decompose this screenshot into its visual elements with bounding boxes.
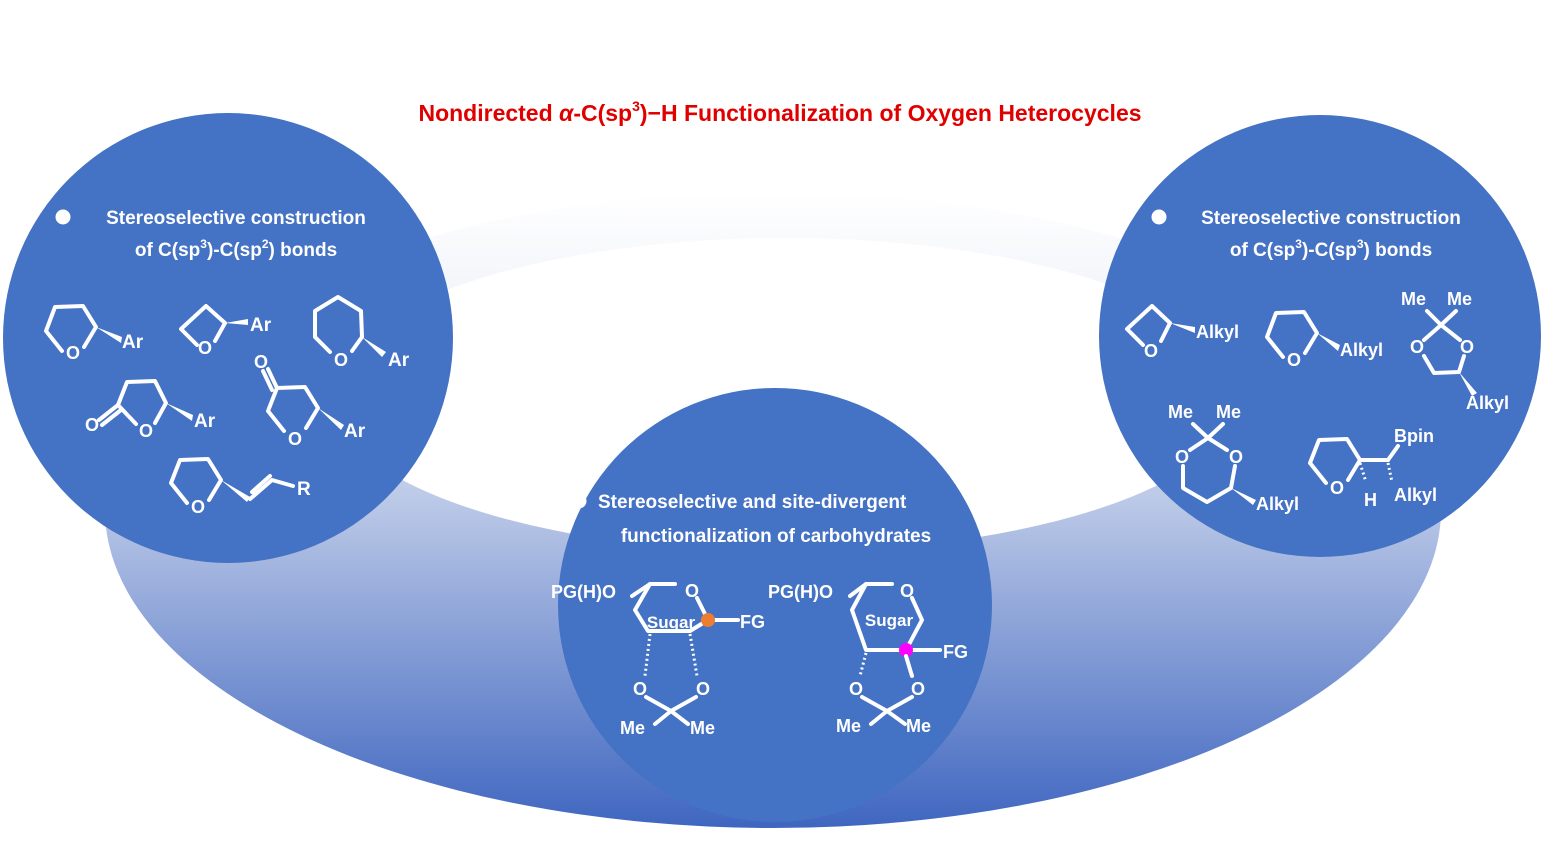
functionalization-site-marker [899, 643, 913, 657]
methyl-label: Me [1447, 289, 1472, 309]
oxygen-label: O [1144, 341, 1158, 361]
functional-group-label: FG [943, 642, 968, 662]
oxygen-label: O [696, 679, 710, 699]
oxygen-label: O [1460, 337, 1474, 357]
oxetane-alkyl-structure: O Alkyl [1125, 304, 1239, 361]
oxo-thf-aryl-structure: O O Ar [254, 352, 366, 449]
oxygen-label: O [85, 415, 99, 435]
bullet-icon [55, 209, 71, 225]
hydrogen-label: H [1364, 490, 1377, 510]
oxetane-aryl-structure: O Ar [179, 304, 272, 358]
oxygen-label: O [1175, 447, 1189, 467]
aryl-label: Ar [388, 350, 410, 371]
functionalization-site-marker [701, 613, 715, 627]
center-heading-line2: functionalization of carbohydrates [621, 526, 931, 547]
left-heading-line2: of C(sp3)-C(sp2) bonds [135, 237, 337, 261]
methyl-label: Me [836, 716, 861, 736]
sugar-label: Sugar [647, 613, 696, 632]
dioxane-alkyl-structure: Me Me O O Alkyl [1168, 402, 1299, 514]
left-panel: Stereoselective construction of C(sp3)-C… [3, 113, 453, 563]
oxygen-label: O [633, 679, 647, 699]
oxygen-label: O [1410, 337, 1424, 357]
alkyl-label: Alkyl [1394, 485, 1437, 505]
left-circle [3, 113, 453, 563]
thf-aryl-structure: O Ar [44, 304, 144, 363]
methyl-label: Me [1168, 402, 1193, 422]
r-group-label: R [297, 479, 311, 500]
alkyl-label: Alkyl [1196, 322, 1239, 342]
lactone-aryl-structure: O O Ar [85, 379, 216, 441]
thp-aryl-structure: O Ar [313, 295, 410, 371]
center-circle [558, 388, 992, 822]
carbohydrate-structure-2: PG(H)O O Sugar FG O O Me Me [768, 581, 968, 736]
oxygen-label: O [254, 352, 268, 372]
bpin-label: Bpin [1394, 426, 1434, 446]
page-title: Nondirected α-C(sp3)−H Functionalization… [418, 98, 1141, 126]
oxygen-label: O [1287, 350, 1301, 370]
thf-vinyl-structure: O R [169, 457, 311, 517]
methyl-label: Me [906, 716, 931, 736]
right-heading-line2: of C(sp3)-C(sp3) bonds [1230, 237, 1432, 261]
alkyl-label: Alkyl [1340, 340, 1383, 360]
bullet-icon [1151, 209, 1167, 225]
methyl-label: Me [690, 718, 715, 738]
alkyl-label: Alkyl [1466, 393, 1509, 413]
methyl-label: Me [1401, 289, 1426, 309]
protecting-group-label: PG(H)O [768, 582, 833, 602]
oxygen-label: O [288, 429, 302, 449]
center-panel: Stereoselective and site-divergent funct… [551, 388, 992, 822]
oxygen-label: O [66, 343, 80, 363]
aryl-label: Ar [344, 421, 366, 442]
torus-ring [105, 192, 1441, 828]
oxygen-label: O [139, 421, 153, 441]
oxygen-label: O [1330, 478, 1344, 498]
aryl-label: Ar [250, 315, 272, 336]
sugar-label: Sugar [865, 611, 914, 630]
oxygen-label: O [911, 679, 925, 699]
oxygen-label: O [900, 581, 914, 601]
center-heading-line1: Stereoselective and site-divergent [598, 492, 907, 513]
thf-bpin-alkyl-structure: O Bpin Alkyl H [1308, 426, 1437, 510]
carbohydrate-structure-1: PG(H)O O Sugar FG O O Me Me [551, 581, 765, 738]
right-heading-line1: Stereoselective construction [1201, 208, 1461, 229]
oxygen-label: O [849, 679, 863, 699]
protecting-group-label: PG(H)O [551, 582, 616, 602]
oxygen-label: O [334, 350, 348, 370]
aryl-label: Ar [122, 332, 144, 353]
oxygen-label: O [685, 581, 699, 601]
methyl-label: Me [1216, 402, 1241, 422]
left-heading-line1: Stereoselective construction [106, 208, 366, 229]
dioxolane-alkyl-structure: Me Me O O Alkyl [1401, 289, 1509, 413]
right-circle [1099, 115, 1541, 557]
oxygen-label: O [191, 497, 205, 517]
oxygen-label: O [198, 338, 212, 358]
thf-alkyl-structure: O Alkyl [1265, 310, 1383, 370]
bullet-icon [571, 493, 587, 509]
aryl-label: Ar [194, 411, 216, 432]
oxygen-label: O [1229, 447, 1243, 467]
functional-group-label: FG [740, 612, 765, 632]
methyl-label: Me [620, 718, 645, 738]
right-panel: Stereoselective construction of C(sp3)-C… [1099, 115, 1541, 557]
alkyl-label: Alkyl [1256, 494, 1299, 514]
